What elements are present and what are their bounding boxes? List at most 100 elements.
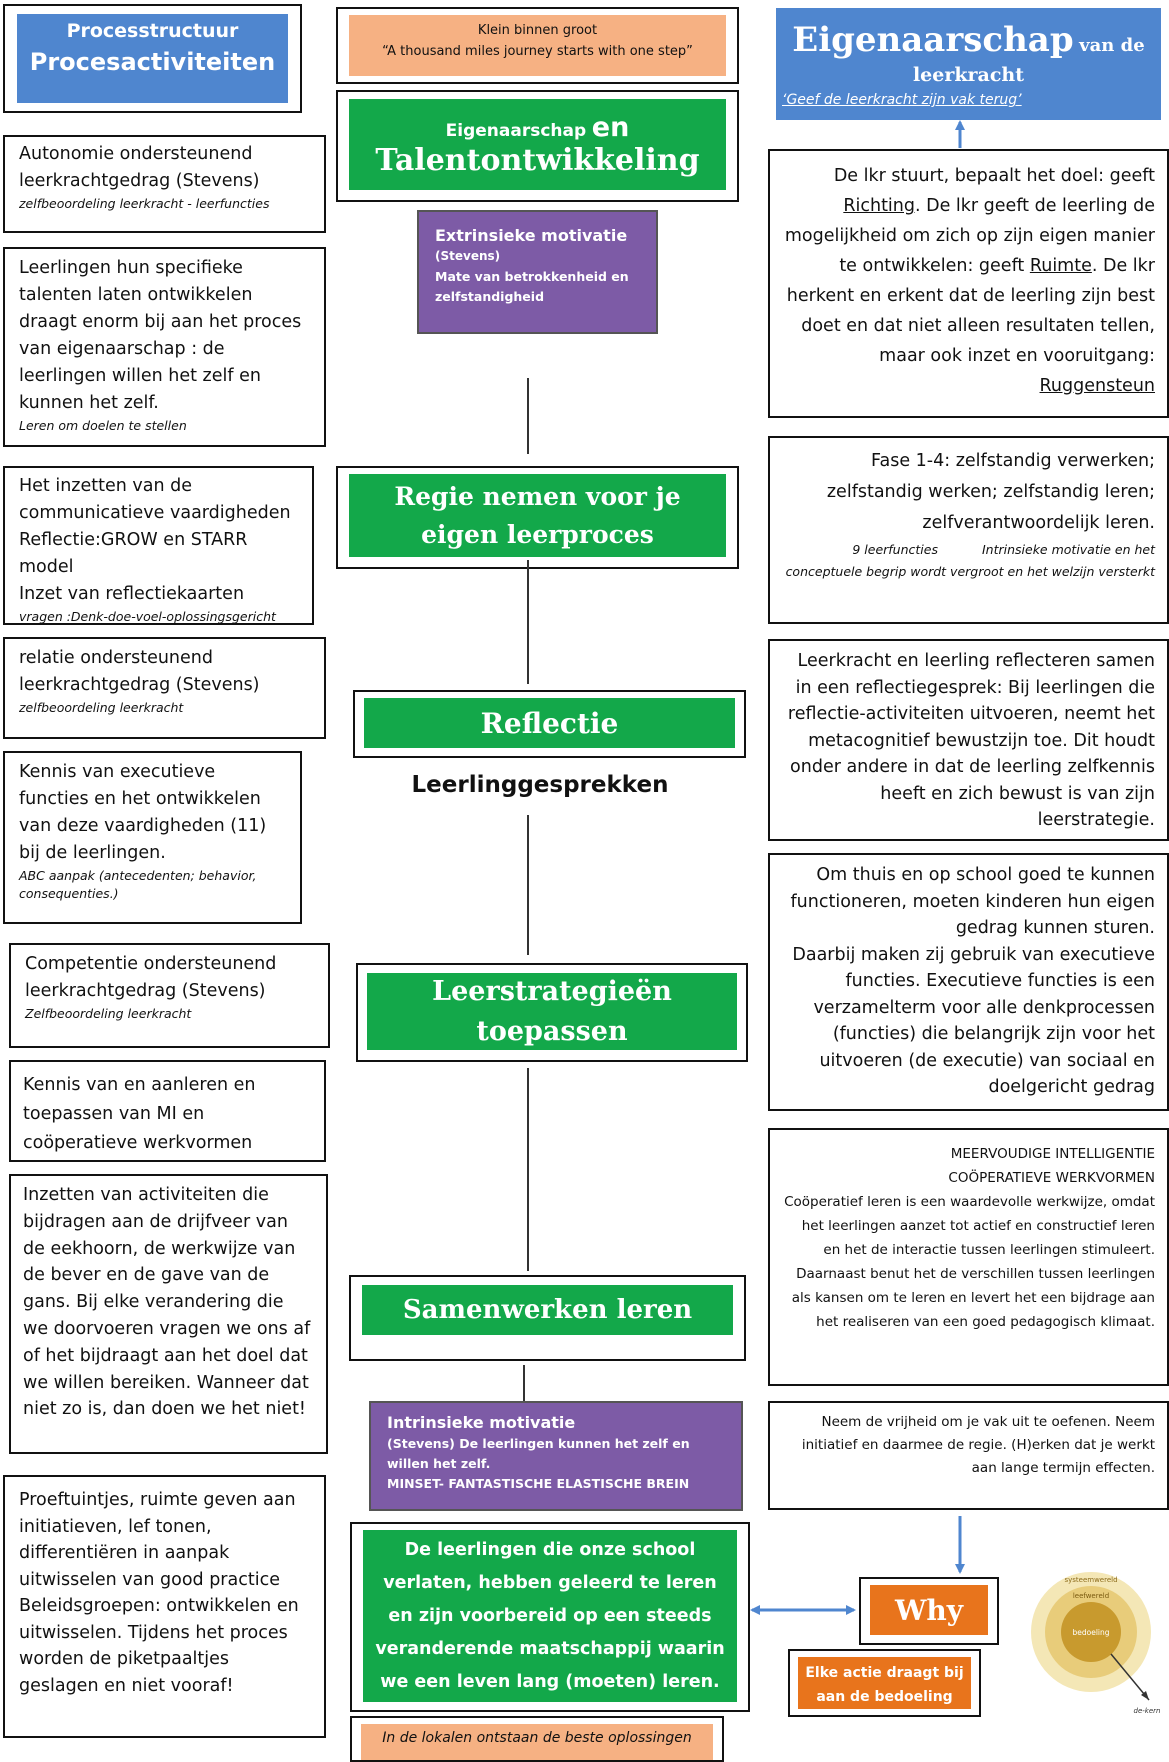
center-box-ownership: Eigenaarschap en Talentontwikkeling: [336, 90, 739, 202]
left-box-competence-note: Zelfbeoordeling leerkracht: [25, 1006, 192, 1021]
right-direction-c: . De lkr geeft de leerling de mogelijkhe…: [784, 196, 1155, 276]
center-ownership-line2: Talentontwikkeling: [375, 142, 700, 178]
center-leerstrategie-title: Leerstrategieën toepassen: [367, 973, 737, 1050]
left-box-talents-note: Leren om doelen te stellen: [19, 418, 187, 433]
right-mi-h1: MEERVOUDIGE INTELLIGENTIE: [950, 1146, 1155, 1162]
center-box-bottom: In de lokalen ontstaan de beste oplossin…: [350, 1716, 724, 1762]
bedoeling-logo: systeemwereld leefwereld bedoeling de-ke…: [1025, 1550, 1169, 1730]
center-box-regie: Regie nemen voor je eigen leerproces: [336, 466, 739, 569]
right-direction-a: De lkr stuurt, bepaalt het doel: geeft: [833, 166, 1155, 186]
why-box: Why: [859, 1577, 999, 1645]
connector-line-4: [527, 1068, 529, 1271]
left-box-communication-l1: Het inzetten van de communicatieve vaard…: [19, 476, 291, 523]
right-executive-a: Om thuis en op school goed te kunnen fun…: [790, 865, 1155, 938]
left-box-communication: Het inzetten van de communicatieve vaard…: [3, 466, 314, 625]
center-box-reflectie: Reflectie: [353, 690, 746, 758]
ownership-teacher-header: Eigenaarschap van de leerkracht ‘Geef de…: [776, 8, 1161, 120]
logo-ring-inner: [1061, 1602, 1121, 1662]
center-samenwerken-title: Samenwerken leren: [362, 1285, 733, 1335]
left-box-talents: Leerlingen hun specifieke talenten laten…: [3, 247, 326, 447]
left-box-communication-l3: Inzet van reflectiekaarten: [19, 584, 245, 604]
right-direction-ruggensteun: Ruggensteun: [1039, 376, 1155, 396]
right-box-freedom: Neem de vrijheid om je vak uit te oefene…: [768, 1401, 1169, 1510]
ownership-title-line: Eigenaarschap van de: [776, 8, 1161, 60]
motto-inner: Klein binnen groot “A thousand miles jou…: [349, 15, 726, 76]
process-header-box: Processtructuur Procesactiviteiten: [3, 4, 302, 113]
motto-line2: “A thousand miles journey starts with on…: [382, 44, 693, 59]
extrinsic-text: Mate van betrokkenheid en zelfstandighei…: [435, 269, 629, 304]
logo-ring2-label: leefwereld: [1073, 1592, 1109, 1600]
center-regie-title: Regie nemen voor je eigen leerproces: [349, 474, 726, 557]
right-phases-text: Fase 1-4: zelfstandig verwerken; zelfsta…: [826, 451, 1155, 533]
motto-box: Klein binnen groot “A thousand miles jou…: [336, 7, 739, 84]
logo-inner-label: bedoeling: [1072, 1628, 1109, 1637]
center-box-leerstrategie: Leerstrategieën toepassen: [356, 963, 748, 1062]
process-header-title: Processtructuur Procesactiviteiten: [17, 14, 288, 103]
why-sub-box: Elke actie draagt bij aan de bedoeling: [788, 1649, 981, 1717]
connector-line-5: [523, 1365, 525, 1401]
logo-caption: de-kern: [1134, 1707, 1161, 1715]
motto-line1: Klein binnen groot: [477, 23, 598, 38]
extrinsic-sub: (Stevens): [435, 249, 501, 263]
extrinsic-title: Extrinsieke motivatie: [435, 226, 628, 245]
intrinsic-motivation-box: Intrinsieke motivatie (Stevens) De leerl…: [369, 1401, 743, 1511]
left-box-communication-l2: Reflectie:GROW en STARR model: [19, 530, 248, 577]
process-header-line2: Procesactiviteiten: [29, 48, 276, 76]
extrinsic-motivation-box: Extrinsieke motivatie (Stevens) Mate van…: [417, 210, 658, 334]
center-ownership-small: Eigenaarschap: [445, 120, 587, 141]
right-reflection-text: Leerkracht en leerling reflecteren samen…: [787, 651, 1155, 830]
center-reflectie-title: Reflectie: [364, 698, 735, 748]
left-box-activities: Inzetten van activiteiten die bijdragen …: [9, 1174, 328, 1454]
right-phases-note: 9 leerfuncties Intrinsieke motivatie en …: [782, 539, 1155, 583]
ownership-title-big: Eigenaarschap: [792, 20, 1074, 60]
why-sub-text: Elke actie draagt bij aan de bedoeling: [798, 1657, 971, 1709]
right-box-phases: Fase 1-4: zelfstandig verwerken; zelfsta…: [768, 436, 1169, 624]
left-box-relation-note: zelfbeoordeling leerkracht: [19, 700, 184, 715]
left-box-pilots: Proeftuintjes, ruimte geven aan initiati…: [3, 1475, 326, 1738]
connector-line-3: [527, 815, 529, 955]
left-box-pilots-text: Proeftuintjes, ruimte geven aan initiati…: [19, 1490, 299, 1696]
ownership-quote: ‘Geef de leerkracht zijn vak terug’: [782, 92, 1022, 108]
center-box-graduates: De leerlingen die onze school verlaten, …: [350, 1522, 750, 1712]
right-direction-e: . De lkr herkent en erkent dat de leerli…: [786, 256, 1155, 366]
right-direction-richting: Richting: [843, 196, 915, 216]
left-box-relation-text: relatie ondersteunend leerkrachtgedrag (…: [19, 648, 260, 695]
right-phases-note-b: Intrinsieke motivatie en het conceptuele…: [785, 542, 1155, 579]
bedoeling-logo-graphic: systeemwereld leefwereld bedoeling de-ke…: [1031, 1572, 1161, 1715]
logo-pointer-line: [1110, 1653, 1150, 1701]
ownership-title-line2: leerkracht: [912, 64, 1025, 86]
logo-ring1-label: systeemwereld: [1064, 1576, 1117, 1584]
graduates-text: De leerlingen die onze school verlaten, …: [363, 1530, 737, 1702]
logo-pointer-head: [1141, 1691, 1149, 1700]
right-executive-b: Daarbij maken zij gebruik van executieve…: [792, 944, 1155, 1098]
right-box-reflection: Leerkracht en leerling reflecteren samen…: [768, 639, 1169, 841]
bottom-text: In de lokalen ontstaan de beste oplossin…: [361, 1724, 713, 1760]
left-box-activities-text: Inzetten van activiteiten die bijdragen …: [23, 1185, 311, 1420]
center-ownership-line1: Eigenaarschap en: [446, 112, 630, 143]
process-header-line1: Processtructuur: [66, 20, 239, 42]
right-mi-text: Coöperatief leren is een waardevolle wer…: [784, 1194, 1155, 1330]
right-box-direction: De lkr stuurt, bepaalt het doel: geeft R…: [768, 149, 1169, 418]
left-box-autonomy-text: Autonomie ondersteunend leerkrachtgedrag…: [19, 144, 260, 191]
left-box-mi: Kennis van en aanleren en toepassen van …: [9, 1060, 326, 1162]
right-box-executive: Om thuis en op school goed te kunnen fun…: [768, 853, 1169, 1111]
left-box-competence: Competentie ondersteunend leerkrachtgedr…: [9, 943, 330, 1048]
left-box-autonomy: Autonomie ondersteunend leerkrachtgedrag…: [3, 135, 326, 233]
left-box-mi-text: Kennis van en aanleren en toepassen van …: [23, 1075, 256, 1153]
connector-line-2: [527, 560, 529, 684]
right-direction-ruimte: Ruimte: [1029, 256, 1092, 276]
why-label: Why: [870, 1585, 988, 1635]
intrinsic-caps: MINSET- FANTASTISCHE ELASTISCHE BREIN: [387, 1476, 690, 1491]
intrinsic-title: Intrinsieke motivatie: [387, 1413, 576, 1432]
center-ownership-title: Eigenaarschap en Talentontwikkeling: [349, 99, 726, 190]
right-mi-h2: COÖPERATIEVE WERKVORMEN: [948, 1170, 1155, 1186]
ownership-title-small: van de: [1079, 35, 1145, 56]
leerlinggesprekken-label: Leerlinggesprekken: [411, 772, 669, 798]
center-box-samenwerken: Samenwerken leren: [349, 1275, 746, 1361]
left-box-relation: relatie ondersteunend leerkrachtgedrag (…: [3, 637, 326, 739]
right-freedom-text: Neem de vrijheid om je vak uit te oefene…: [801, 1414, 1155, 1476]
left-box-competence-text: Competentie ondersteunend leerkrachtgedr…: [25, 954, 277, 1001]
left-box-talents-text: Leerlingen hun specifieke talenten laten…: [19, 258, 302, 413]
intrinsic-text: (Stevens) De leerlingen kunnen het zelf …: [387, 1436, 690, 1471]
left-box-executive-text: Kennis van executieve functies en het on…: [19, 762, 267, 863]
